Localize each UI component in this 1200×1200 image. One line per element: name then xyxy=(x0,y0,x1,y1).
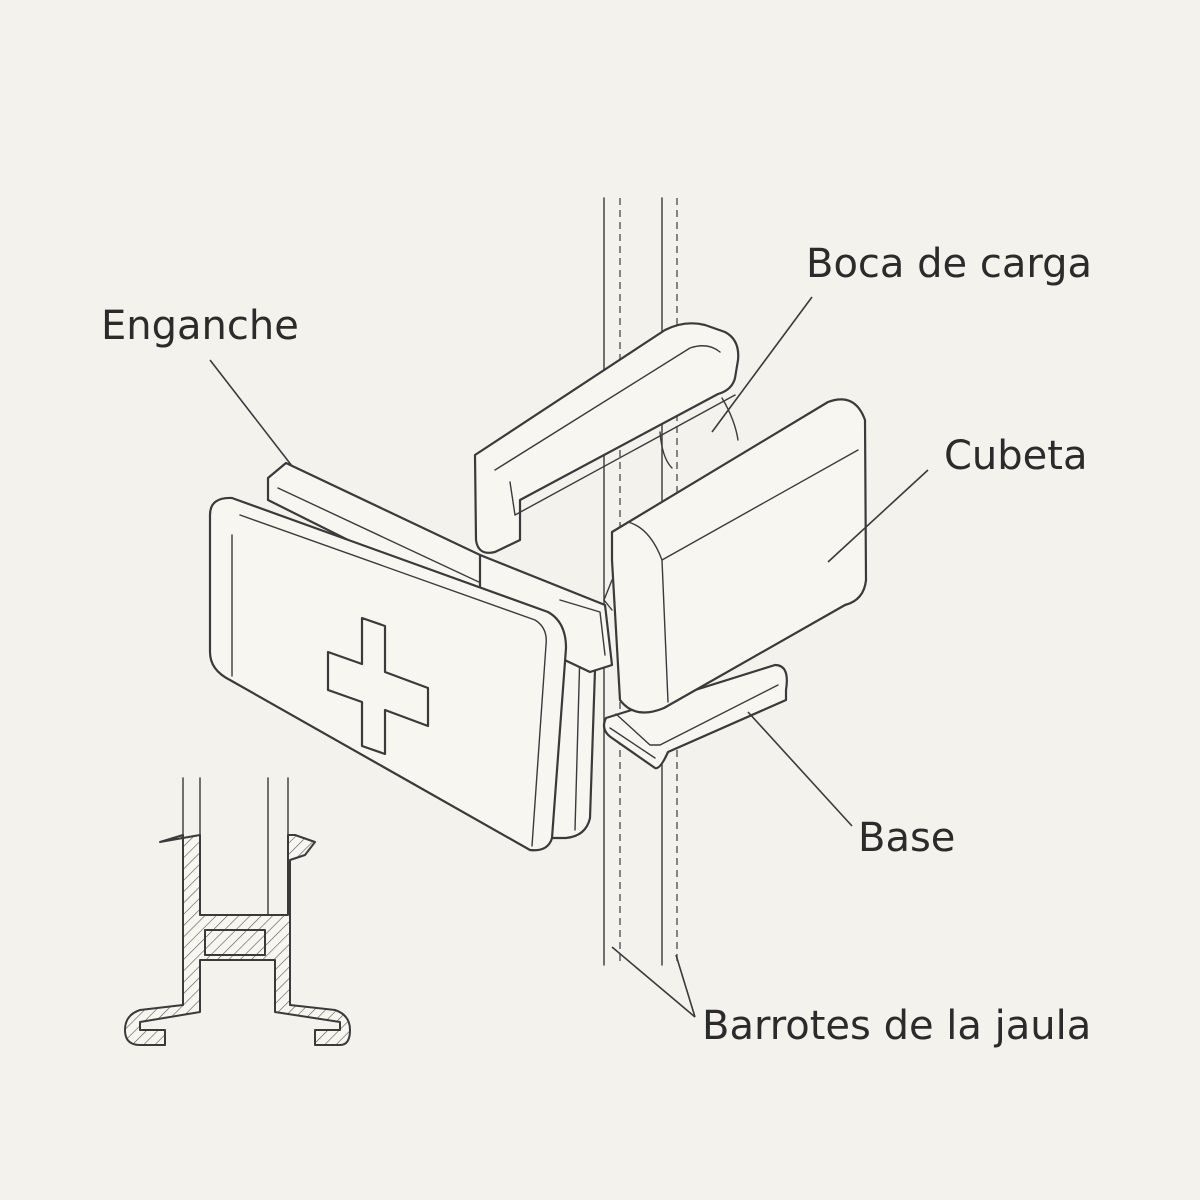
label-cubeta: Cubeta xyxy=(944,433,1088,479)
plus-icon xyxy=(326,616,430,756)
cross-section-detail xyxy=(124,777,351,1046)
label-enganche: Enganche xyxy=(101,303,299,349)
label-barrotes: Barrotes de la jaula xyxy=(702,1003,1092,1049)
loading-mouth xyxy=(473,322,740,554)
base-part xyxy=(602,663,788,770)
cubeta-part xyxy=(603,398,868,714)
leader-lines xyxy=(209,296,929,1018)
label-base: Base xyxy=(858,815,956,861)
label-boca-de-carga: Boca de carga xyxy=(806,241,1092,287)
